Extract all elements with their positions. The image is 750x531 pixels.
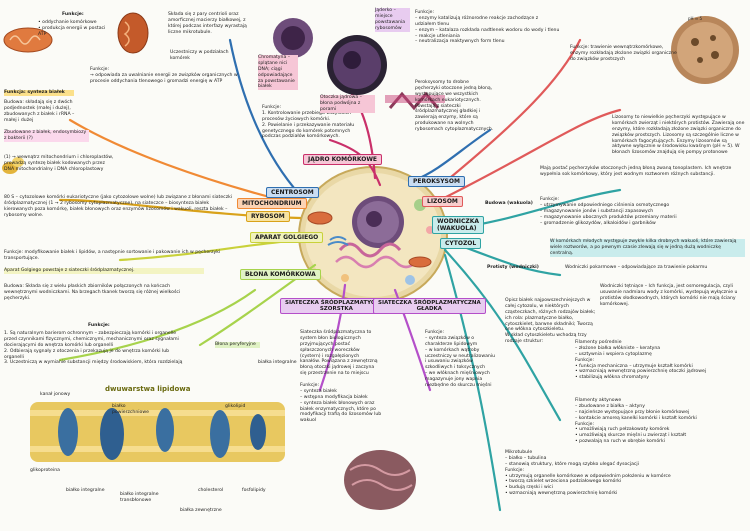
rybosom-mito-long: (1) → wewnątrz mitochondrium i chloropla… bbox=[4, 155, 114, 172]
dwuwarstwa: dwuwarstwa lipidowa bbox=[105, 385, 191, 393]
mito-illustration bbox=[3, 12, 149, 54]
lipid-bialko-pow: białko powierzchniowe bbox=[112, 404, 149, 415]
label-rybosom: RYBOSOM bbox=[246, 211, 290, 222]
golgi-budowa: Budowa: Składa się z wielu płaskich zbio… bbox=[4, 284, 181, 301]
rybosom-budowa: Budowa: składają się z dwóch podjednoste… bbox=[4, 100, 75, 123]
label-jadro: JĄDRO KOMÓRKOWE bbox=[303, 154, 383, 165]
golgi-note: Aparat Golgiego powstaje z siateczki śró… bbox=[4, 268, 204, 274]
mito-ploszczyzna: Funkcje: → odpowiada za uwalnianie energ… bbox=[90, 67, 238, 84]
peroksysom-def: Peroksysomy to drobne pęcherzyki otoczon… bbox=[415, 80, 494, 132]
er-illustration bbox=[344, 450, 416, 510]
connector-cytozol bbox=[443, 248, 562, 422]
label-wodniczka: WODNICZKA (WAKUOLA) bbox=[432, 216, 484, 234]
label-peroksysom: PEROKSYSOM bbox=[408, 176, 465, 187]
nucleus-illustration bbox=[273, 18, 387, 95]
label-blona: BŁONA KOMÓRKOWA bbox=[240, 269, 321, 280]
label-cytozol: CYTOZOL bbox=[440, 238, 482, 249]
rybosom-dna: Zbudowane z białek, endosymbiozy z bakte… bbox=[4, 130, 89, 142]
mikrotubule: Mikrotubule – białko – tubulina – stanow… bbox=[505, 450, 671, 497]
cytozol-right: Wodniczki tętniące – Ich funkcja, jest o… bbox=[600, 284, 738, 307]
blona-funkcje: 1. Są naturalnym barierom ochronnym – za… bbox=[4, 331, 183, 366]
rybosom-long: 80 S – cytozolowe komórki eukariotyczne … bbox=[4, 195, 233, 218]
peroxisome-illustration bbox=[385, 91, 445, 111]
lizosom-def: Lizosomy to niewielkie pęcherzyki występ… bbox=[612, 115, 745, 156]
label-mitochondrium: MITOCHONDRIUM bbox=[237, 198, 307, 209]
centrosom-top: Składa się z pary centrioli oraz amorfic… bbox=[168, 12, 247, 35]
pokarmowe-note: Wodniczki pokarmowe – odpowiadające za t… bbox=[565, 265, 708, 270]
label-gladka: SIATECZKA ŚRÓDPLAZMATYCZNA GŁADKA bbox=[373, 298, 486, 314]
jadro-otoczka: Otoczka jądrowa – błona podwójna z poram… bbox=[320, 95, 375, 113]
blona-peryf: Błona peryferyjne bbox=[215, 342, 260, 348]
lipid-bialko-trans: białko integralne transbłonowe bbox=[120, 492, 159, 503]
lipid-fosfolipidy: fosfolipidy bbox=[242, 488, 266, 493]
connector-mito bbox=[68, 118, 302, 207]
mito-funkcje-title: Funkcje: bbox=[62, 12, 84, 17]
lipid-glikoproteina: glikoproteina bbox=[30, 468, 60, 473]
jadro-funkcje: Funkcje: 1. Kontrolowanie przebiegu wszy… bbox=[262, 105, 355, 140]
membrane-illustration bbox=[30, 402, 285, 462]
blona-integr: białka integralne bbox=[258, 360, 297, 365]
lipid-kanal: kanał jonowy bbox=[40, 392, 71, 397]
cell-illustration bbox=[298, 166, 448, 304]
connector-centrosom bbox=[228, 38, 302, 197]
centrosom-uczest: Uczestniczy w podziałach komórek bbox=[170, 50, 229, 61]
wodniczka-funkcje: Funkcje: – utrzymywanie odpowiedniego ci… bbox=[540, 197, 677, 226]
jadro-top: Chromatyna – splątane nici DNA; ciągi od… bbox=[258, 55, 298, 91]
ribosome-illustration bbox=[2, 157, 24, 174]
gladka-funkcje: Funkcje: – synteza związków o charakterz… bbox=[425, 330, 495, 388]
connector-blona2 bbox=[58, 288, 257, 362]
lipid-bialko-zew: białka zewnętrzne bbox=[180, 508, 222, 513]
cytozol-def: Opisz białek najpowszechniejszych w całe… bbox=[505, 298, 596, 345]
label-szorstka: SIATECZKA ŚRÓDPLAZMATYCZNA SZORSTKA bbox=[280, 298, 393, 314]
filamenty-posrednie: Filamenty pośrednie – złożone białka włó… bbox=[575, 340, 707, 381]
pokarmowe: Protisty (wodniczki) bbox=[487, 265, 539, 270]
peroksysom-funkcje: Funkcje: – enzymy katalizują różnorodne … bbox=[415, 10, 560, 45]
label-aparat: APARAT GOLGIEGO bbox=[250, 232, 324, 243]
szorstka-note: Siateczka śródplazmatyczna to system bło… bbox=[300, 330, 378, 377]
golgi-funkcje: Funkcje: modyfikowanie białek i lipidów,… bbox=[4, 250, 221, 261]
label-centrosom: CENTROSOM bbox=[266, 187, 319, 198]
szorstka-funkcje: Funkcje: – synteza białek – wstępna mody… bbox=[300, 383, 382, 424]
connector-peroksysom bbox=[413, 128, 492, 182]
lysosome-illustration bbox=[671, 16, 739, 84]
mito-funkcje: • oddychanie komórkowe • produkcja energ… bbox=[38, 20, 106, 37]
blona-funkcje-title: Funkcje: bbox=[88, 323, 110, 328]
wodniczka-def: Mają postać pęcherzyków otoczonych jedną… bbox=[540, 166, 732, 177]
lizosom-ph: pH ≈ 5 bbox=[688, 16, 702, 21]
lipid-bialko-integr: białko integralne bbox=[66, 488, 105, 493]
wodniczka-mlode: W komórkach młodych występuje zwykle kil… bbox=[550, 239, 745, 257]
lipid-cholesterol: cholesterol bbox=[198, 488, 224, 493]
lipid-glikolipid: glikolipid bbox=[225, 404, 246, 409]
jadro-jaderko: Jąderko – miejsce powstawania rybosomów bbox=[375, 8, 410, 32]
lizosom-funkcje: Funkcje: trawienie wewnątrzkomórkowe, en… bbox=[570, 45, 677, 62]
connector-lizosom bbox=[438, 108, 622, 202]
filamenty-aktynowe: Filamenty aktynowe – zbudowane z białka … bbox=[575, 398, 697, 445]
wodniczka-budowa: Budowa (wakuola) bbox=[485, 201, 533, 206]
rybosom-funkcja: Funkcja: synteza białek bbox=[4, 90, 74, 96]
connector-peroksysom2 bbox=[443, 38, 582, 184]
label-lizosom: LIZOSOM bbox=[422, 196, 463, 207]
